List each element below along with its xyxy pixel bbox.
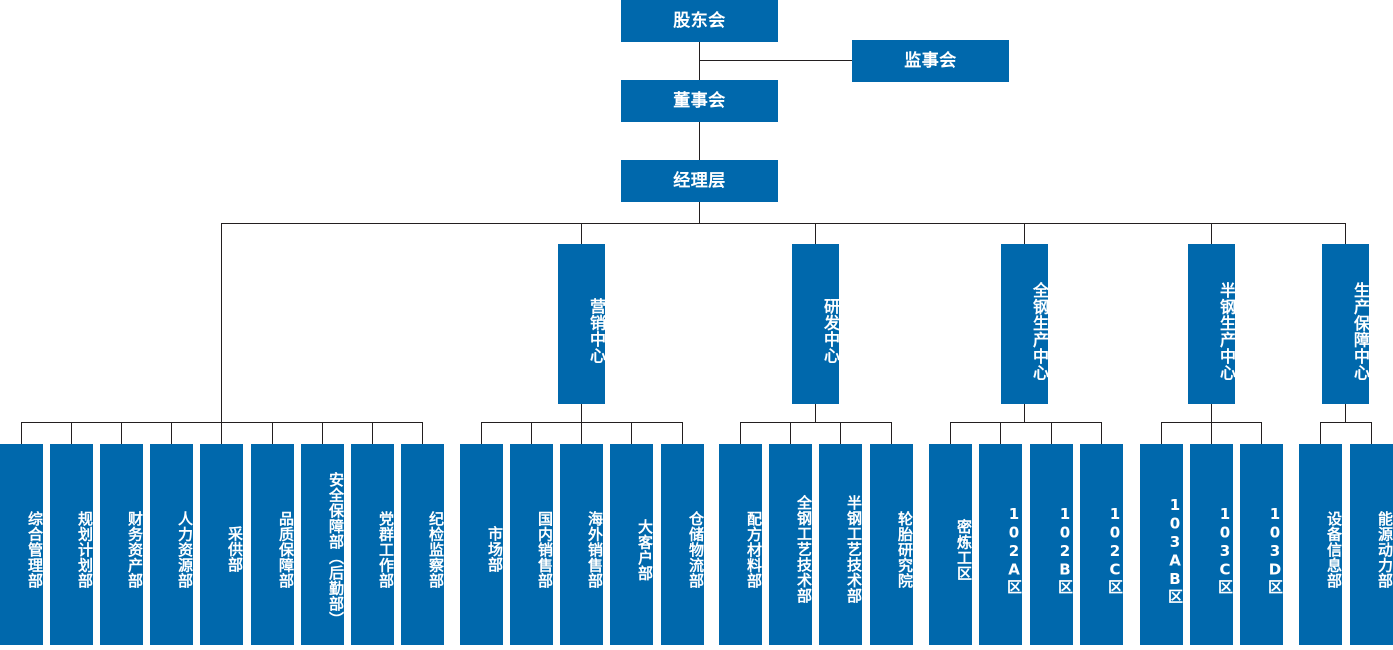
node-management-layer[interactable]: 经理层 [621,160,778,202]
node-dept-zone-102a[interactable]: 102A区 [979,444,1023,645]
node-dept-party-affairs[interactable]: 党群工作部 [351,444,395,645]
connector-leaf-drop [121,422,122,444]
connector-leaf-drop [422,422,423,444]
node-dept-equipment-information[interactable]: 设备信息部 [1299,444,1343,645]
connector-leaf-drop [272,422,273,444]
connector-leaf-drop [682,422,683,444]
connector-leaf-drop [790,422,791,444]
connector-leaf-drop [1051,422,1052,444]
node-dept-procurement[interactable]: 采供部 [200,444,244,645]
node-dept-overseas-sales[interactable]: 海外销售部 [560,444,604,645]
connector-leaf-drop [1101,422,1102,444]
connector-leaf-drop [71,422,72,444]
connector-board-management [699,122,700,160]
node-dept-general-management[interactable]: 综合管理部 [0,444,44,645]
node-dept-zone-102c[interactable]: 102C区 [1080,444,1124,645]
connector-management-bus [699,202,700,223]
node-board-of-supervisors[interactable]: 监事会 [852,40,1009,82]
node-dept-semi-steel-process-tech[interactable]: 半钢工艺技术部 [819,444,863,645]
connector-bus-functional [21,422,423,423]
connector-leaf-drop [221,422,222,444]
node-dept-discipline-inspection[interactable]: 纪检监察部 [401,444,445,645]
connector-leaf-drop [950,422,951,444]
node-dept-quality-assurance[interactable]: 品质保障部 [251,444,295,645]
node-dept-key-accounts[interactable]: 大客户部 [610,444,654,645]
connector-full-steel-subbus [1024,404,1025,422]
connector-supervisors-tee [699,60,852,61]
connector-drop-rd [815,223,816,244]
node-center-marketing[interactable]: 营销中心 [558,244,606,404]
connector-leaf-drop [1371,422,1372,444]
node-center-full-steel-production[interactable]: 全钢生产中心 [1001,244,1049,404]
connector-bus-rd [740,422,891,423]
connector-leaf-drop [631,422,632,444]
connector-semi-steel-subbus [1211,404,1212,422]
node-shareholders-meeting[interactable]: 股东会 [621,0,778,42]
node-dept-tire-research-institute[interactable]: 轮胎研究院 [870,444,914,645]
connector-marketing-subbus [581,404,582,422]
connector-bus-production-support [1320,422,1371,423]
connector-production-support-subbus [1345,404,1346,422]
node-dept-zone-103c[interactable]: 103C区 [1190,444,1234,645]
connector-drop-full-steel [1024,223,1025,244]
node-dept-human-resources[interactable]: 人力资源部 [150,444,194,645]
node-center-production-support[interactable]: 生产保障中心 [1322,244,1370,404]
connector-leaf-drop [891,422,892,444]
connector-leaf-drop [21,422,22,444]
node-dept-domestic-sales[interactable]: 国内销售部 [510,444,554,645]
node-dept-planning[interactable]: 规划计划部 [50,444,94,645]
connector-drop-semi-steel [1211,223,1212,244]
connector-leaf-drop [372,422,373,444]
node-center-semi-steel-production[interactable]: 半钢生产中心 [1188,244,1236,404]
connector-rd-subbus [815,404,816,422]
node-dept-full-steel-process-tech[interactable]: 全钢工艺技术部 [769,444,813,645]
connector-leaf-drop [1261,422,1262,444]
node-dept-zone-103d[interactable]: 103D区 [1240,444,1284,645]
node-dept-mixing-workshop[interactable]: 密炼工区 [929,444,973,645]
connector-leaf-drop [1161,422,1162,444]
connector-leaf-drop [740,422,741,444]
connector-main-bus [221,223,1345,224]
connector-shareholders-board [699,42,700,80]
connector-leaf-drop [1211,422,1212,444]
node-board-of-directors[interactable]: 董事会 [621,80,778,122]
node-dept-formula-materials[interactable]: 配方材料部 [719,444,763,645]
connector-leaf-drop [322,422,323,444]
connector-leaf-drop [481,422,482,444]
connector-drop-functional [221,223,222,422]
connector-leaf-drop [1000,422,1001,444]
node-dept-market[interactable]: 市场部 [460,444,504,645]
node-center-rd[interactable]: 研发中心 [792,244,840,404]
connector-drop-marketing [581,223,582,244]
connector-bus-full-steel [950,422,1101,423]
node-dept-safety-logistics[interactable]: 安全保障部（后勤部） [301,444,345,645]
node-dept-finance-assets[interactable]: 财务资产部 [100,444,144,645]
connector-leaf-drop [581,422,582,444]
node-dept-zone-103ab[interactable]: 103AB区 [1140,444,1184,645]
node-dept-warehousing-logistics[interactable]: 仓储物流部 [661,444,705,645]
connector-leaf-drop [1320,422,1321,444]
connector-leaf-drop [171,422,172,444]
connector-leaf-drop [531,422,532,444]
node-dept-energy-power[interactable]: 能源动力部 [1350,444,1393,645]
node-dept-zone-102b[interactable]: 102B区 [1030,444,1074,645]
connector-drop-production-support [1345,223,1346,244]
connector-leaf-drop [840,422,841,444]
